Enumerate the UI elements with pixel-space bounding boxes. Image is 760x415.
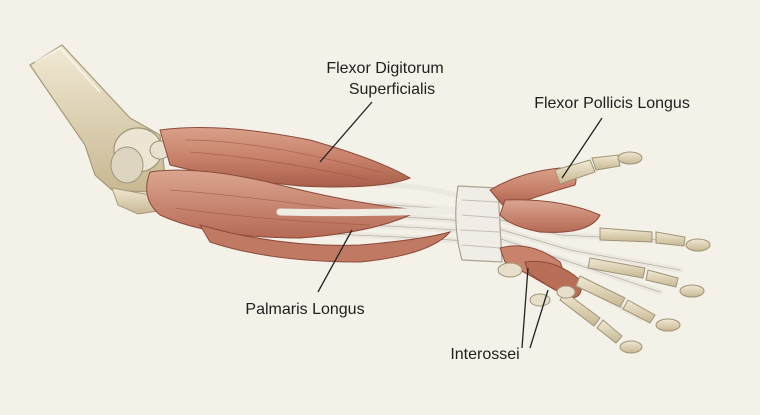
carpal-bones <box>497 262 576 307</box>
palmaris-longus-muscle <box>146 169 474 239</box>
ring-finger <box>575 275 681 332</box>
little-finger <box>559 291 643 354</box>
thumb-bones <box>554 151 643 185</box>
fds-label-line1: Flexor Digitorum <box>326 60 443 77</box>
interossei-label: Interossei <box>450 346 519 363</box>
elbow-joint <box>110 127 171 215</box>
fpl-leader-line <box>561 117 603 179</box>
index-finger <box>599 227 711 252</box>
flexor-pollicis-longus-muscle <box>489 167 601 233</box>
flexor-digitorum-superficialis-muscle <box>159 127 412 188</box>
middle-finger <box>587 257 705 298</box>
pl-label: Palmaris Longus <box>245 301 364 318</box>
fds-label-line2: Superficialis <box>349 81 435 98</box>
pl-leader-line <box>317 229 353 293</box>
interossei-leader-line-2 <box>529 289 549 349</box>
leader-lines <box>317 101 603 349</box>
fds-leader-line <box>319 101 373 163</box>
interossei-leader-line-1 <box>521 267 529 349</box>
deep-flexor-muscle <box>198 224 452 263</box>
fpl-label: Flexor Pollicis Longus <box>534 95 690 112</box>
flexor-retinaculum <box>455 185 503 263</box>
